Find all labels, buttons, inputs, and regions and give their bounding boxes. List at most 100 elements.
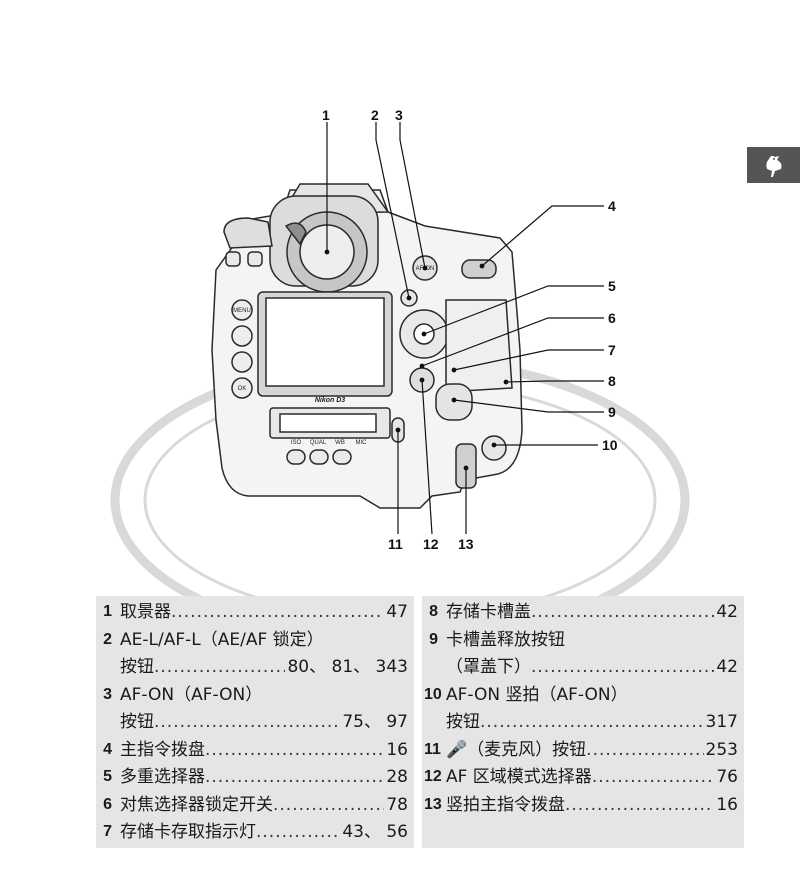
legend-item-label: 存储卡槽盖 bbox=[446, 602, 531, 622]
dot-leader bbox=[273, 793, 384, 817]
callout-7: 7 bbox=[608, 342, 616, 358]
legend-item-label: 多重选择器 bbox=[120, 767, 205, 787]
legend-item-label: AF 区域模式选择器 bbox=[446, 767, 592, 787]
legend-item-number: 1 bbox=[103, 603, 112, 620]
legend-item-label: AE-L/AF-L（AE/AF 锁定） bbox=[120, 629, 324, 650]
qual-label: QUAL bbox=[310, 440, 327, 446]
legend-row: 9 卡槽盖释放按钮 bbox=[422, 628, 738, 652]
camera-back-diagram: MENU OK AF-ON ISO QUAL WB MIC Nikon D3 1… bbox=[110, 107, 690, 600]
legend-item-label: 竖拍主指令拨盘 bbox=[446, 794, 565, 815]
legend-page-ref: 47 bbox=[386, 602, 408, 622]
callout-2: 2 bbox=[371, 107, 379, 123]
legend-page-ref: 43、 56 bbox=[342, 822, 408, 842]
callout-12: 12 bbox=[423, 536, 439, 552]
dot-leader bbox=[154, 710, 340, 734]
wb-label: WB bbox=[335, 440, 345, 446]
dot-leader bbox=[531, 600, 714, 624]
legend-item-number: 10 bbox=[424, 685, 442, 703]
legend-row: （罩盖下） 42 bbox=[422, 655, 738, 679]
menu-button-label: MENU bbox=[233, 308, 251, 314]
leader-dots bbox=[324, 249, 509, 471]
mic-label: MIC bbox=[356, 440, 368, 446]
callout-1: 1 bbox=[322, 107, 330, 123]
dot-leader bbox=[565, 793, 714, 817]
ok-button-label: OK bbox=[238, 386, 247, 392]
rooster-icon bbox=[755, 151, 793, 179]
dot-leader bbox=[531, 655, 714, 679]
legend-item-number: 11 bbox=[424, 740, 441, 758]
callout-3: 3 bbox=[395, 107, 403, 123]
legend-page-ref: 42 bbox=[716, 602, 738, 622]
legend-item-label: 按钮 bbox=[120, 657, 154, 677]
dot-leader bbox=[256, 820, 340, 844]
parts-legend: 1取景器472AE-L/AF-L（AE/AF 锁定）按钮80、 81、 3433… bbox=[96, 596, 744, 848]
leader-lines bbox=[326, 122, 604, 535]
legend-item-label: 对焦选择器锁定开关 bbox=[120, 794, 273, 815]
dot-leader bbox=[154, 655, 285, 679]
legend-page-ref: 76 bbox=[716, 767, 738, 787]
legend-item-label: 主指令拨盘 bbox=[120, 739, 205, 760]
legend-item-label: （罩盖下） bbox=[446, 657, 531, 677]
legend-page-ref: 317 bbox=[705, 712, 738, 732]
legend-item-number: 6 bbox=[103, 795, 112, 813]
legend-row: 5 多重选择器 28 bbox=[96, 765, 408, 789]
legend-item-label: 取景器 bbox=[120, 602, 171, 622]
callout-4: 4 bbox=[608, 198, 616, 214]
callout-8: 8 bbox=[608, 373, 616, 389]
legend-row: 按钮 317 bbox=[422, 710, 738, 734]
dot-leader bbox=[171, 600, 384, 624]
legend-page-ref: 42 bbox=[716, 657, 738, 677]
legend-item-number: 3 bbox=[103, 685, 112, 703]
legend-row: 按钮75、 97 bbox=[96, 710, 408, 734]
legend-page-ref: 16 bbox=[716, 794, 738, 815]
callout-11: 11 bbox=[388, 536, 403, 552]
legend-item-number: 13 bbox=[424, 795, 442, 813]
legend-item-number: 9 bbox=[429, 630, 438, 648]
callout-numbers: 1 2 3 4 5 6 7 8 9 10 11 12 13 bbox=[322, 107, 618, 552]
legend-page-ref: 78 bbox=[386, 794, 408, 815]
legend-row: 8 存储卡槽盖 42 bbox=[422, 600, 738, 624]
legend-page-ref: 16 bbox=[386, 739, 408, 760]
legend-page-ref: 28 bbox=[386, 767, 408, 787]
legend-page-ref: 253 bbox=[705, 739, 738, 760]
dot-leader bbox=[205, 738, 384, 762]
legend-item-label: AF-ON（AF-ON） bbox=[120, 684, 263, 705]
legend-item-number: 5 bbox=[103, 768, 112, 785]
legend-page-ref: 75、 97 bbox=[342, 712, 408, 732]
legend-row: 4 主指令拨盘 16 bbox=[96, 738, 408, 762]
legend-item-number: 7 bbox=[103, 823, 112, 840]
dot-leader bbox=[480, 710, 704, 734]
legend-row: 1 取景器 47 bbox=[96, 600, 408, 624]
legend-item-label: 按钮 bbox=[446, 712, 480, 732]
callout-9: 9 bbox=[608, 404, 616, 420]
legend-item-number: 8 bbox=[429, 603, 438, 620]
legend-item-label: AF-ON 竖拍（AF-ON） bbox=[446, 684, 628, 705]
legend-item-number: 4 bbox=[103, 740, 112, 758]
callout-5: 5 bbox=[608, 278, 616, 294]
legend-item-label: 🎤（麦克风）按钮 bbox=[446, 739, 587, 760]
legend-row: 6 对焦选择器锁定开关 78 bbox=[96, 793, 408, 817]
section-tab-marker bbox=[747, 147, 800, 183]
dot-leader bbox=[592, 765, 715, 789]
legend-page-ref: 80、 81、 343 bbox=[287, 657, 408, 677]
legend-item-label: 卡槽盖释放按钮 bbox=[446, 629, 565, 650]
dot-leader bbox=[586, 738, 703, 762]
column-divider bbox=[414, 596, 422, 848]
legend-item-label: 存储卡存取指示灯 bbox=[120, 822, 256, 842]
legend-item-number: 12 bbox=[424, 768, 442, 785]
camera-body bbox=[211, 183, 523, 509]
legend-row: 按钮 80、 81、 343 bbox=[96, 655, 408, 679]
callout-10: 10 bbox=[602, 437, 618, 453]
legend-row: 2 AE-L/AF-L（AE/AF 锁定） bbox=[96, 628, 408, 652]
brand-label: Nikon D3 bbox=[315, 397, 345, 404]
dot-leader bbox=[205, 765, 384, 789]
callout-6: 6 bbox=[608, 310, 616, 326]
iso-label: ISO bbox=[291, 440, 302, 446]
legend-item-number: 2 bbox=[103, 630, 112, 648]
callout-13: 13 bbox=[458, 536, 474, 552]
legend-row: 7 存储卡存取指示灯 43、 56 bbox=[96, 820, 408, 844]
legend-row: 3 AF-ON（AF-ON） bbox=[96, 683, 408, 707]
